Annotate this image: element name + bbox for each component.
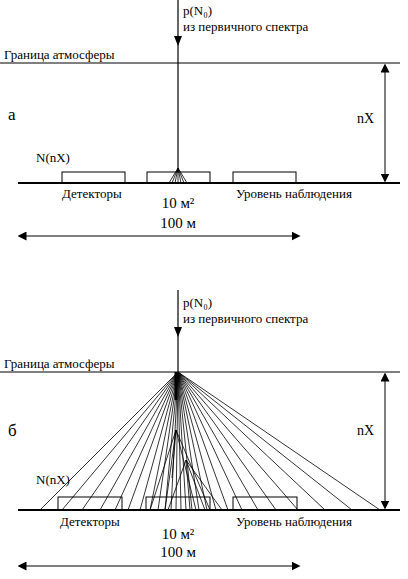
primary-arrow-head (174, 36, 182, 46)
shower-particle (178, 372, 352, 510)
secondary-particle (186, 460, 222, 510)
area-label: 10 м² (160, 527, 197, 542)
depth-arrow (385, 377, 386, 505)
shower-particle (150, 372, 178, 510)
detector (233, 497, 297, 510)
depth-arrow (385, 68, 386, 178)
small-shower (172, 168, 178, 183)
shower-particle (178, 372, 242, 510)
shower-particle (62, 372, 178, 510)
small-shower (169, 168, 178, 183)
depth-label: nX (357, 424, 374, 438)
primary-note: из первичного спектра (183, 20, 308, 33)
observation-level (18, 509, 400, 511)
distance-label: 100 м (158, 216, 198, 231)
shower-particle (140, 372, 178, 510)
shower-particle (40, 372, 178, 510)
area-label: 10 м² (160, 196, 197, 211)
primary-particle-track (177, 0, 178, 183)
panel-letter: б (8, 422, 17, 439)
distance-arrow (22, 566, 296, 567)
particle-count: N(nX) (36, 151, 70, 164)
shower-particle (115, 372, 178, 510)
atmosphere-boundary (0, 372, 400, 373)
shower-particle (178, 372, 380, 510)
shower-particle (165, 372, 178, 510)
secondary-particle (186, 460, 190, 510)
shower-particle (178, 372, 325, 510)
secondary-particle (165, 430, 176, 510)
boundary-label: Граница атмосферы (4, 48, 114, 61)
shower-particle (176, 372, 178, 510)
shower-particle (178, 372, 298, 510)
shower-particle (100, 372, 178, 510)
boundary-label: Граница атмосферы (4, 357, 114, 370)
shower-particle (128, 372, 178, 510)
secondary-particle (172, 430, 176, 478)
distance-arrow (22, 236, 296, 237)
shower-particle (82, 372, 178, 510)
primary-flux: p(N₀) (183, 4, 212, 17)
shower-particle (178, 372, 258, 510)
shower-core (175, 372, 178, 400)
primary-flux: p(N₀) (183, 296, 212, 309)
detector (147, 172, 210, 183)
detector-label: Детекторы (62, 187, 122, 200)
small-shower (178, 168, 187, 183)
level-label: Уровень наблюдения (236, 187, 352, 200)
level-label: Уровень наблюдения (236, 515, 352, 528)
atmosphere-boundary (0, 63, 400, 64)
primary-arrow-head (174, 327, 182, 337)
detector-label: Детекторы (60, 515, 120, 528)
depth-label: nX (357, 112, 374, 126)
panel-letter: а (8, 106, 16, 123)
detector (62, 172, 125, 183)
shower-particle (158, 372, 178, 510)
secondary-particle (168, 460, 186, 510)
shower-particle (178, 372, 228, 510)
distance-label: 100 м (158, 545, 198, 560)
primary-note: из первичного спектра (183, 312, 308, 325)
observation-level (18, 182, 400, 184)
small-shower (175, 168, 178, 183)
particle-count: N(nX) (36, 473, 70, 486)
detector (233, 172, 296, 183)
secondary-particle (186, 460, 205, 510)
shower-particle (178, 372, 276, 510)
